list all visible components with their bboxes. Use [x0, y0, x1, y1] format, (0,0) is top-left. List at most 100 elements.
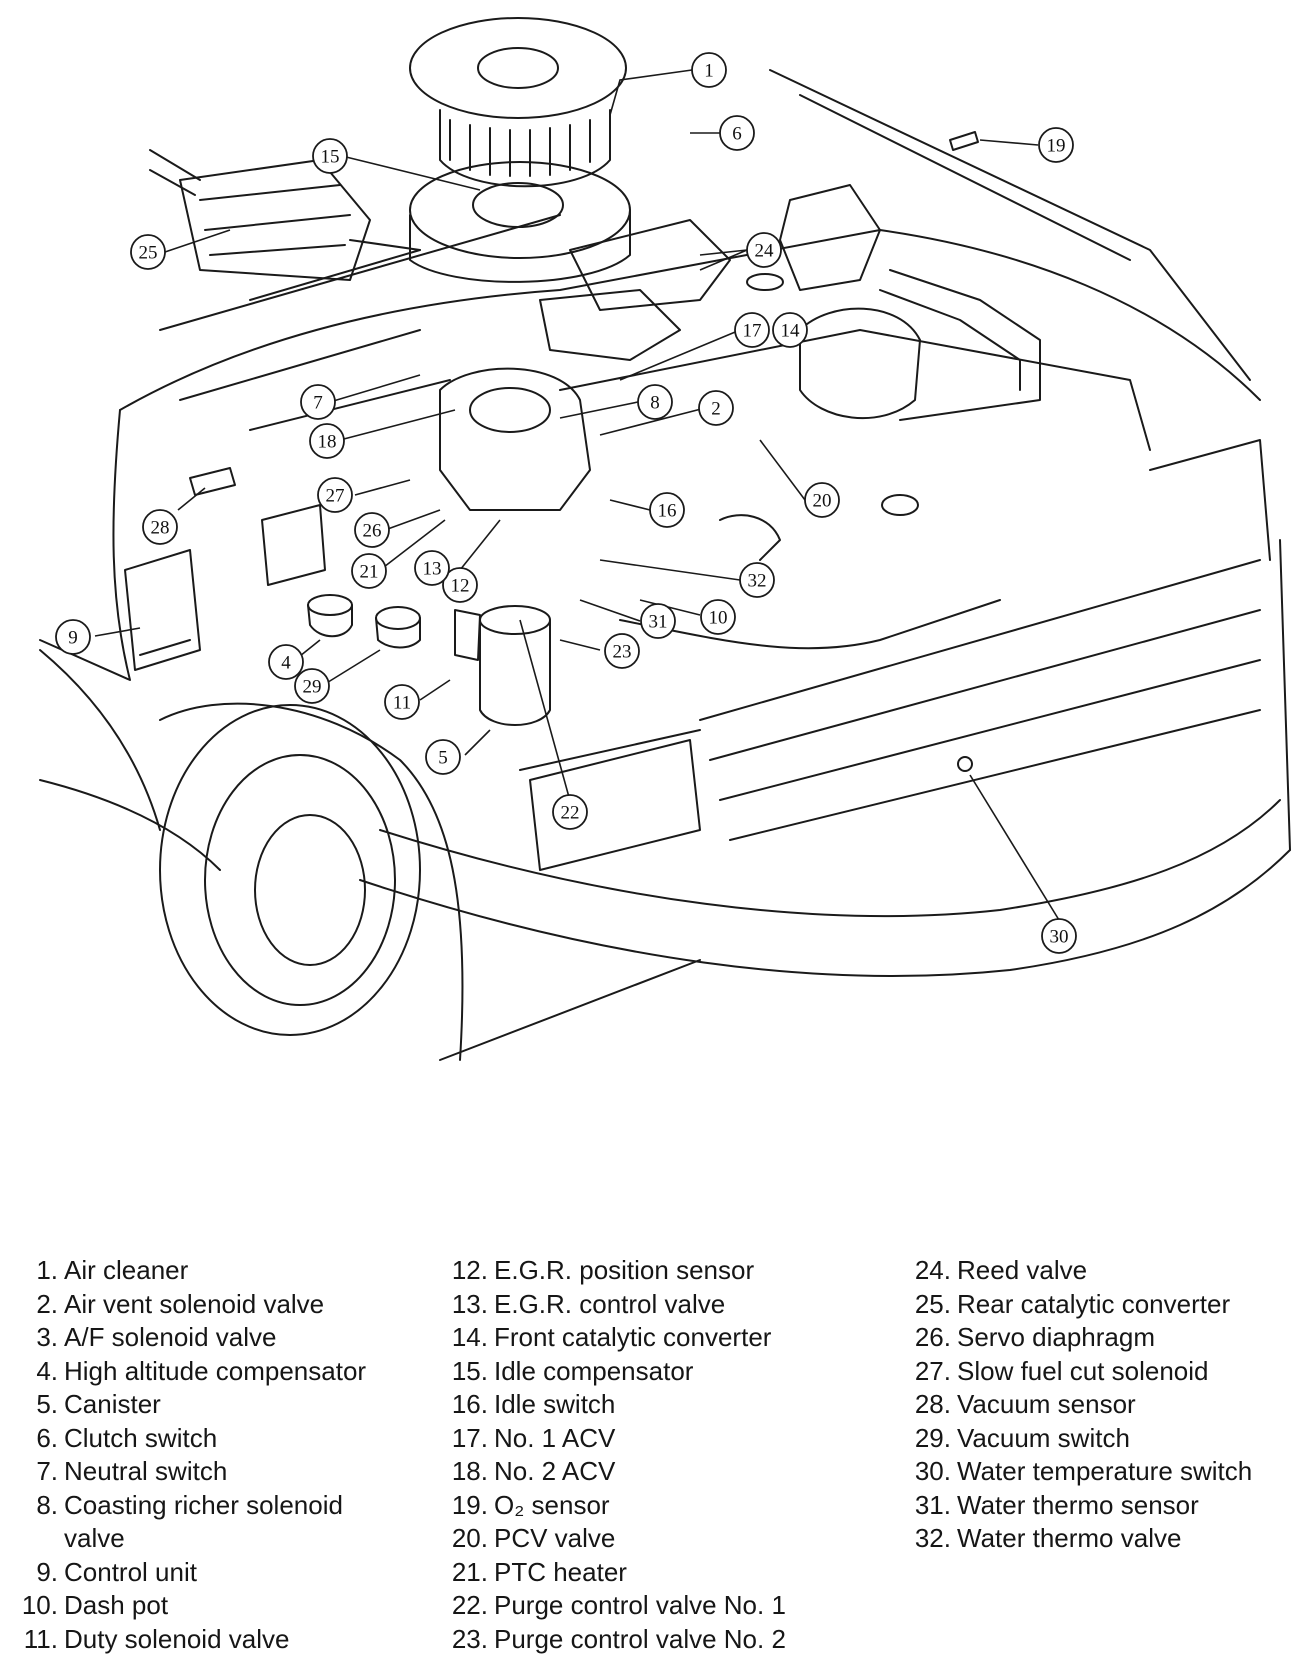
legend-item-number: 30. — [914, 1456, 951, 1486]
legend-item-label: Duty solenoid valve — [64, 1623, 290, 1654]
callout-circle — [142, 509, 178, 545]
callout-14: 14 — [772, 312, 808, 348]
legend-item-number: 31. — [914, 1489, 951, 1520]
legend-item: 20.PCV valve — [430, 1522, 786, 1556]
legend-item-number: 7. — [36, 1456, 58, 1486]
legend-item: 27.Slow fuel cut solenoid — [895, 1355, 1252, 1389]
callout-number: 28 — [151, 518, 170, 539]
legend-item: 12.E.G.R. position sensor — [430, 1254, 786, 1288]
legend-item: 10.Dash pot — [14, 1589, 366, 1623]
legend-item-number: 6. — [36, 1422, 58, 1453]
legend-item-number: 18. — [451, 1456, 488, 1486]
legend-item: 18.No. 2 ACV — [430, 1455, 786, 1489]
callout-number: 30 — [1050, 927, 1069, 948]
callout-30: 30 — [1041, 918, 1077, 954]
callout-circle — [309, 423, 345, 459]
legend-item-label: A/F solenoid valve — [64, 1322, 277, 1352]
callout-17: 17 — [734, 312, 770, 348]
legend-item-label: Purge control valve No. 1 — [494, 1590, 786, 1620]
callout-number: 18 — [318, 432, 337, 453]
legend-item: 14.Front catalytic converter — [430, 1321, 786, 1355]
callout-31: 31 — [640, 603, 676, 639]
legend-item-number: 9. — [36, 1556, 58, 1587]
legend-item-number: 25. — [914, 1288, 951, 1319]
legend-item-number: 32. — [914, 1523, 951, 1553]
legend-item: 21.PTC heater — [430, 1556, 786, 1590]
legend-item: 2.Air vent solenoid valve — [14, 1288, 366, 1322]
callout-15: 15 — [312, 138, 348, 174]
callout-circle — [772, 312, 808, 348]
legend-item-label: Control unit — [64, 1556, 197, 1587]
callout-28: 28 — [142, 509, 178, 545]
callout-20: 20 — [804, 482, 840, 518]
callout-circle — [268, 644, 304, 680]
legend-item: 26.Servo diaphragm — [895, 1321, 1252, 1355]
callout-circle — [637, 384, 673, 420]
legend-item-number: 26. — [914, 1322, 951, 1352]
callout-number: 1 — [704, 61, 714, 82]
legend-item-label: High altitude compensator — [64, 1355, 367, 1386]
legend-item: 22.Purge control valve No. 1 — [430, 1589, 786, 1623]
callout-circle — [1038, 127, 1074, 163]
callout-32: 32 — [739, 562, 775, 598]
legend-item: 3.A/F solenoid valve — [14, 1321, 366, 1355]
vehicle-line-art — [39, 17, 1291, 1061]
callout-number: 6 — [732, 124, 742, 145]
callout-circle — [317, 477, 353, 513]
callout-circle — [384, 684, 420, 720]
callout-circle — [719, 115, 755, 151]
legend-item: 23.Purge control valve No. 2 — [430, 1623, 786, 1657]
legend-item: 29.Vacuum switch — [895, 1422, 1252, 1456]
callout-circle — [55, 619, 91, 655]
legend-item: 31.Water thermo sensor — [895, 1489, 1252, 1523]
callout-number: 20 — [813, 491, 832, 512]
callout-circle — [649, 492, 685, 528]
callout-number: 13 — [423, 559, 442, 580]
callout-6: 6 — [719, 115, 755, 151]
callout-number: 10 — [709, 608, 728, 629]
callout-21: 21 — [351, 553, 387, 589]
legend-item: 4.High altitude compensator — [14, 1355, 366, 1389]
legend-item-number: 12. — [451, 1255, 488, 1285]
callout-number: 4 — [281, 653, 291, 674]
legend-item-label: Water thermo valve — [957, 1523, 1182, 1553]
callout-circle — [294, 668, 330, 704]
callout-number: 26 — [363, 521, 382, 542]
callout-8: 8 — [637, 384, 673, 420]
legend-item: 19.O₂ sensor — [430, 1489, 786, 1523]
callout-circle — [604, 633, 640, 669]
legend-item: 25.Rear catalytic converter — [895, 1288, 1252, 1322]
callout-number: 16 — [658, 501, 677, 522]
legend-item-label: Idle switch — [494, 1389, 616, 1419]
legend-item-number: 29. — [914, 1422, 951, 1453]
callout-number: 15 — [321, 147, 340, 168]
legend-item-label: Water temperature switch — [957, 1456, 1253, 1486]
callout-number: 14 — [781, 321, 801, 342]
legend-item-number: 14. — [451, 1322, 488, 1352]
legend-item: 32.Water thermo valve — [895, 1522, 1252, 1556]
callout-number: 17 — [743, 321, 762, 342]
callout-circle — [442, 567, 478, 603]
callout-number: 9 — [68, 628, 78, 649]
callout-circle — [734, 312, 770, 348]
callout-circle — [354, 512, 390, 548]
legend-item-number: 27. — [914, 1355, 951, 1386]
callout-2: 2 — [698, 390, 734, 426]
legend-item-number: 21. — [451, 1556, 488, 1587]
callout-number: 2 — [711, 399, 721, 420]
callout-27: 27 — [317, 477, 353, 513]
legend-item-label: Vacuum switch — [957, 1422, 1130, 1453]
callout-number: 25 — [139, 243, 158, 264]
callout-circle — [300, 384, 336, 420]
callout-12: 12 — [442, 567, 478, 603]
callout-number: 7 — [313, 393, 323, 414]
callout-number: 12 — [451, 576, 470, 597]
legend-item-number: 17. — [451, 1422, 488, 1453]
callout-1: 1 — [691, 52, 727, 88]
legend-item: 30.Water temperature switch — [895, 1455, 1252, 1489]
legend-item: 16.Idle switch — [430, 1388, 786, 1422]
callout-circle — [804, 482, 840, 518]
